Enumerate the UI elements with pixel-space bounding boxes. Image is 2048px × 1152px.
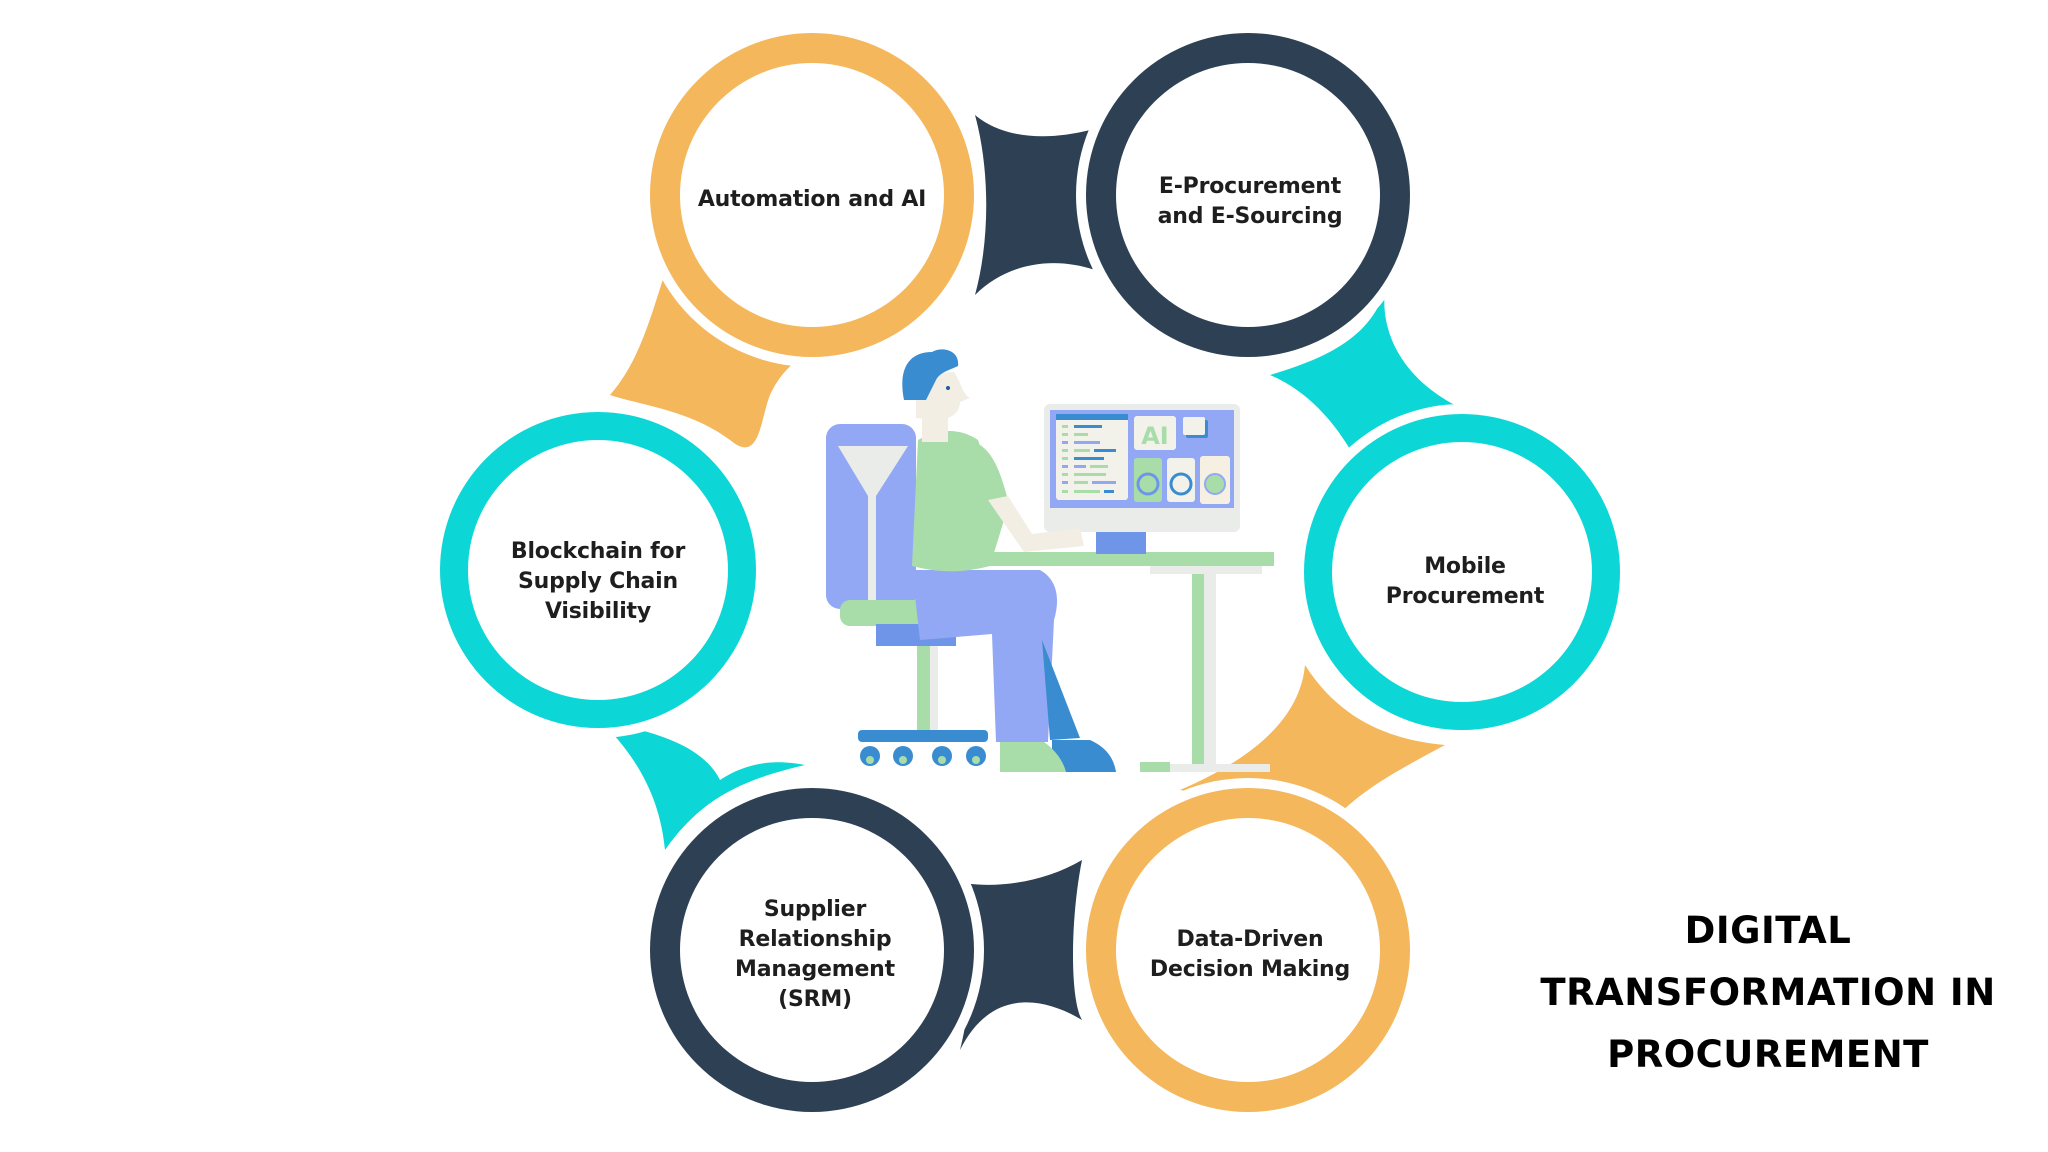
person-shoe-front xyxy=(1000,742,1066,772)
node-label-data-driven: Data-Driven Decision Making xyxy=(1149,927,1351,982)
diagram-title: DIGITAL TRANSFORMATION IN PROCUREMENT xyxy=(1540,900,1995,1086)
connector-srm xyxy=(950,860,1082,1050)
screen-ai-card xyxy=(1134,416,1176,450)
title-line-2: TRANSFORMATION IN xyxy=(1540,971,1996,1014)
desk-leg-shade xyxy=(1204,574,1216,764)
person-arm xyxy=(988,496,1084,552)
connector-data-driven xyxy=(1180,665,1445,880)
node-label-blockchain: Blockchain for Supply Chain Visibility xyxy=(510,539,686,624)
person-eye xyxy=(946,386,950,390)
person-shin-back xyxy=(1042,640,1080,740)
desk-underside xyxy=(1150,566,1262,574)
node-label-mobile: Mobile Procurement xyxy=(1385,554,1545,609)
ring-blockchain xyxy=(440,412,756,728)
person-hair xyxy=(902,349,959,400)
chair-base xyxy=(858,730,988,742)
desk-foot-green xyxy=(1140,762,1170,772)
chair-wheels xyxy=(860,746,986,766)
person-shoe-back xyxy=(1052,740,1116,772)
screen-window-front xyxy=(1183,417,1205,435)
connector-blockchain xyxy=(600,720,805,850)
screen-donut-cards xyxy=(1134,456,1230,504)
person-sleeve xyxy=(960,439,1008,506)
chair-post-shade xyxy=(930,646,938,730)
ring-srm xyxy=(650,788,974,1112)
ring-e-procurement xyxy=(1086,33,1410,357)
chair-y-frame xyxy=(838,446,908,610)
connector-e-procurement xyxy=(975,115,1095,295)
title-line-3: PROCUREMENT xyxy=(1607,1033,1929,1076)
desk-top xyxy=(960,552,1274,566)
ring-automation xyxy=(650,33,974,357)
chair-wheel-hubs xyxy=(866,756,980,764)
screen-list-rows xyxy=(1062,425,1116,493)
node-label-srm: Supplier Relationship Management (SRM) xyxy=(735,897,895,1012)
illustration-person-at-desk: AI xyxy=(826,349,1274,772)
screen-list-header xyxy=(1056,414,1128,420)
person-legs xyxy=(912,570,1058,742)
desk-foot xyxy=(1140,764,1270,772)
connector-mobile xyxy=(1270,290,1490,530)
node-label-automation: Automation and AI xyxy=(697,187,927,212)
ring-data-driven xyxy=(1086,788,1410,1112)
node-label-e-procurement: E-Procurement and E-Sourcing xyxy=(1157,174,1343,229)
ring-mobile xyxy=(1304,414,1620,730)
screen-ai-text: AI xyxy=(1141,422,1169,450)
title-line-1: DIGITAL xyxy=(1684,909,1852,952)
